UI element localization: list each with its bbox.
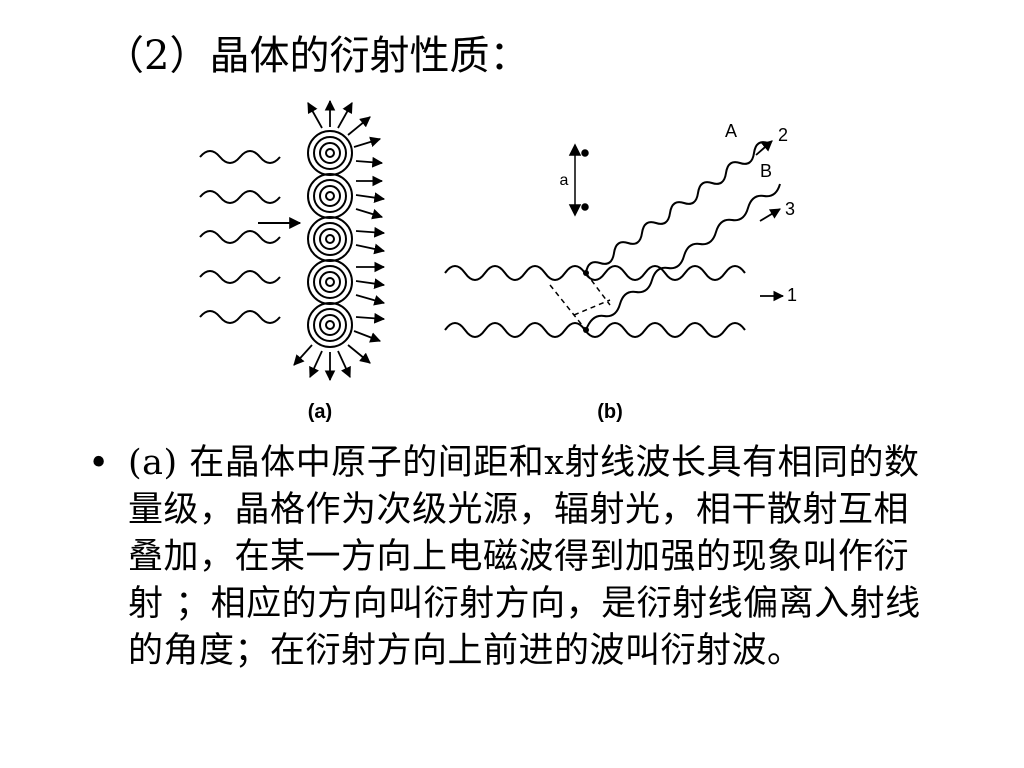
direction-label-2: 2 (778, 125, 788, 145)
bullet-paragraph: (a) 在晶体中原子的间距和x射线波长具有相同的数量级，晶格作为次级光源，辐射光… (128, 443, 921, 671)
diffraction-figure: (a) a (190, 95, 830, 430)
caption-a: (a) (308, 401, 332, 423)
spacing-indicator (568, 143, 589, 217)
bullet-marker: • (88, 443, 110, 484)
panel-a: (a) (199, 99, 386, 423)
atom-scatterers (307, 130, 353, 348)
direction-arrows (755, 140, 785, 302)
incident-waves-b (444, 265, 746, 338)
incident-waves-a (199, 150, 281, 324)
diffraction-diagram: (a) a (199, 99, 797, 423)
spacing-label: a (560, 172, 569, 189)
scattered-rays-a (293, 99, 386, 382)
panel-b: a A B 2 3 (444, 121, 797, 423)
direction-label-3: 3 (785, 199, 795, 219)
wave-label-a: A (725, 121, 737, 141)
slide-title: （2）晶体的衍射性质： (104, 33, 530, 79)
path-difference-lines (549, 272, 611, 331)
caption-b: (b) (597, 401, 623, 423)
diffracted-waves-b (585, 141, 781, 331)
wave-label-b: B (760, 161, 772, 181)
direction-label-1: 1 (787, 285, 797, 305)
